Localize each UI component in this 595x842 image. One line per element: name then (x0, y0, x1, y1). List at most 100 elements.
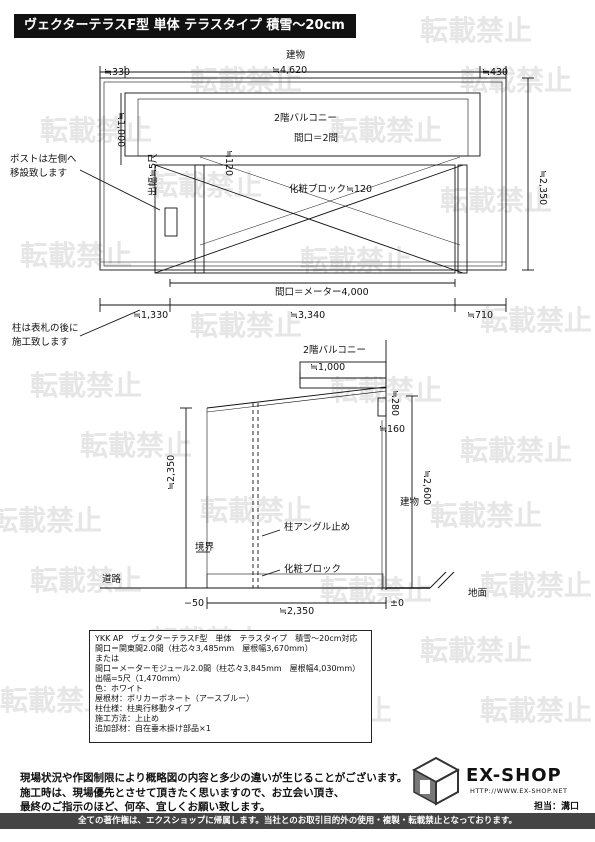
left-offset-label: ≒330 (104, 67, 130, 78)
leader-line (79, 309, 141, 337)
building-wall-inner (103, 81, 503, 267)
building-wall (99, 77, 507, 271)
leader-line (261, 569, 281, 577)
watermark-text: 転載禁止 (330, 114, 442, 147)
spec-line: 施工方法：上止め (95, 714, 159, 723)
dim-280-label: ≒280 (389, 390, 400, 416)
watermark-text: 転載禁止 (420, 634, 532, 667)
section-view (100, 340, 455, 609)
watermark-text: 転載禁止 (190, 309, 302, 342)
leader-line (261, 529, 281, 537)
terrace-roof (154, 164, 456, 274)
note-line: 現場状況や作図制限により概略図の内容と多少の違いが生じることがございます。 (20, 772, 408, 784)
dim-3340-label: ≒3,340 (290, 310, 325, 321)
watermark-layer: 転載禁止 転載禁止 転載禁止 転載禁止 転載禁止 転載禁止 転載禁止 転載禁止 … (0, 14, 592, 727)
boundary-label: 境界 (195, 541, 215, 553)
spec-line: 追加部材：自在垂木掛け部品×1 (95, 724, 211, 733)
spec-box: YKK AP ヴェクターテラスF型 単体 テラスタイプ 積雪～20cm対応 間口… (89, 630, 372, 743)
balcony-label: 2階バルコニー (303, 345, 366, 356)
spec-line: 間口＝関東間2.0間（柱芯々3,485mm 屋根幅3,670mm） (95, 644, 313, 653)
watermark-text: 転載禁止 (460, 64, 572, 97)
watermark-text: 転載禁止 (200, 494, 312, 527)
dim-1330-label: ≒1,330 (133, 310, 168, 321)
watermark-text: 転載禁止 (20, 239, 132, 272)
spec-line: 柱仕様：柱奥行移動タイプ (95, 704, 191, 713)
left-post (194, 164, 205, 274)
spec-line: YKK AP ヴェクターテラスF型 単体 テラスタイプ 積雪～20cm対応 (95, 634, 358, 643)
width-dim-label: ≒4,620 (272, 65, 307, 76)
balcony-inner (137, 98, 469, 157)
right-offset-label: ≒430 (482, 67, 508, 78)
watermark-text: 転載禁止 (480, 694, 592, 727)
plan-labels: 建物 ≒4,620 ≒330 ≒430 2階バルコニー 間口＝2間 化粧ブロック… (10, 49, 548, 348)
dim-2350-label: ≒2,350 (279, 606, 314, 617)
watermark-text: 転載禁止 (190, 64, 302, 97)
height-2350-label: ≒2,350 (166, 455, 177, 490)
roof-line (206, 386, 387, 409)
watermark-text: 転載禁止 (460, 434, 572, 467)
post-note-line: 移設致します (10, 167, 67, 179)
dim-710-label: ≒710 (467, 310, 493, 321)
dim-minus50-label: −50 (184, 598, 204, 609)
road-label: 道路 (102, 573, 122, 585)
drawing-title: ヴェクターテラスF型 単体 テラスタイプ 積雪～20cm対応 (14, 14, 356, 57)
section-labels: 2階バルコニー ≒1,000 ≒280 ≒160 ≒2,350 ≒2,600 建… (102, 345, 487, 617)
height-2350-label: ≒2,350 (537, 170, 548, 205)
post-120-label: ≒120 (223, 150, 234, 176)
pillar-note-line: 柱は表札の後に (12, 322, 79, 334)
spec-line: 間口＝メーターモジュール2.0間（柱芯々3,845mm 屋根幅4,030mm） (95, 664, 361, 673)
watermark-text: 転載禁止 (480, 304, 592, 337)
spec-line: 色：ホワイト (95, 684, 143, 693)
height-2600-label: ≒2,600 (421, 470, 432, 505)
roof-line (206, 390, 387, 413)
disclaimer-note: 現場状況や作図制限により概略図の内容と多少の違いが生じることがございます。 施工… (20, 771, 407, 815)
mailbox (164, 207, 178, 237)
note-line: 最終のご指示のほど、何卒、宜しくお願い致します。 (20, 801, 271, 813)
building-label: 建物 (286, 49, 306, 61)
spec-line: 屋根材：ポリカーボネート（アースブルー） (95, 694, 255, 703)
block-label: 化粧ブロック≒120 (289, 183, 372, 195)
angle-label: 柱アングル止め (284, 521, 350, 533)
spec-line: 出幅=5尺（1,470mm） (95, 674, 186, 683)
dim-zero-label: ±0 (390, 598, 404, 609)
right-post (457, 164, 468, 274)
watermark-text: 転載禁止 (150, 169, 262, 202)
post-note-line: ポストは左側へ (10, 153, 77, 165)
plan-view (79, 66, 534, 337)
watermark-text: 転載禁止 (420, 14, 532, 47)
watermark-text: 転載禁止 (300, 244, 412, 277)
note-line: 施工時は、現場優先とさせて頂きたく思いますので、お立会い頂き、 (20, 786, 345, 799)
rafter-bracket (377, 397, 387, 417)
staff-label: 担当：溝口 (534, 802, 580, 812)
brand-name: EX-SHOP (466, 765, 562, 786)
watermark-text: 転載禁止 (40, 114, 152, 147)
depth-5shaku-label: 出幅≒5尺 (147, 153, 159, 196)
watermark-text: 転載禁止 (440, 184, 552, 217)
building-label: 建物 (400, 496, 420, 508)
balcony-label: 2階バルコニー (274, 113, 337, 124)
spec-line: または (95, 654, 119, 663)
exshop-logo-icon (412, 756, 460, 806)
watermark-text: 転載禁止 (30, 564, 142, 597)
ground-hatch (429, 571, 447, 589)
frontage-meter-label: 間口＝メーター4,000 (275, 287, 369, 298)
watermark-text: 転載禁止 (80, 429, 192, 462)
dim-160-label: ≒160 (379, 424, 405, 435)
ground-hatch (437, 571, 455, 589)
brace-line (154, 164, 464, 274)
brand-url[interactable]: HTTP://WWW.EX-SHOP.NET (470, 787, 568, 795)
watermark-text: 転載禁止 (320, 574, 432, 607)
watermark-text: 転載禁止 (0, 504, 102, 537)
ground-label: 地面 (468, 587, 487, 599)
brace-line (199, 156, 461, 246)
watermark-text: 転載禁止 (480, 569, 592, 602)
copyright-footer: 全ての著作権は、エクスショップに帰属します。当社とのお取引目的外の使用・複製・転… (0, 813, 595, 829)
pillar-note-line: 施工致します (12, 336, 69, 348)
watermark-text: 転載禁止 (430, 499, 542, 532)
depth-1000-label: ≒1,000 (115, 112, 126, 147)
watermark-text: 転載禁止 (30, 369, 142, 402)
leader-line (79, 169, 161, 211)
frontage-label: 間口＝2間 (294, 133, 338, 144)
dim-1000-label: ≒1,000 (310, 362, 345, 373)
